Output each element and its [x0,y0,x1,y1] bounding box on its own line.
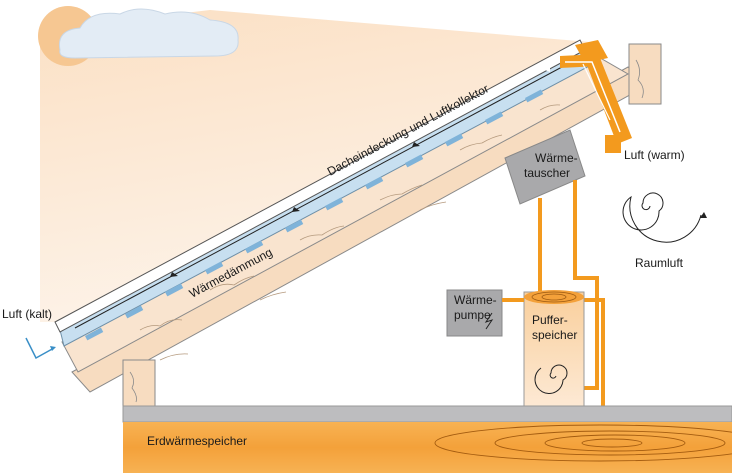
heat-exchanger-box [504,129,586,205]
arrow-icon [540,64,610,150]
spiral-icon [534,364,568,394]
arrow-icon [25,337,55,360]
lightning-icon [484,312,494,330]
buffer-storage [523,291,585,407]
heat-pump-box [446,289,503,337]
buffer-label-2: speicher [532,328,577,342]
wood-grain [139,104,561,361]
collector-strips [85,89,544,341]
spiral-icon [434,424,732,462]
heatpump-label-2: pumpe [454,308,491,322]
ground-storage [123,422,732,473]
heatpump-label-1: Wärme- [454,293,497,307]
rafter-foot [122,359,156,409]
air-warm-label: Luft (warm) [624,148,685,162]
cloud-icon [58,8,239,59]
pipe-network [538,180,605,420]
arrow-icon [700,212,707,218]
spiral-icon [531,291,577,303]
warm-air-duct [560,40,632,153]
air-flow-line [74,59,576,329]
arrow-icon [170,142,420,277]
ground-storage-label: Erdwärmespeicher [147,434,247,448]
sunlight-cone [40,10,590,322]
ridge-beam [628,43,662,105]
air-cold-label: Luft (kalt) [2,307,52,321]
floor-slab [122,405,732,423]
spiral-icon [622,192,702,243]
room-air-label: Raumluft [635,256,684,270]
buffer-label-1: Puffer- [532,313,568,327]
exchanger-label-2: tauscher [524,166,570,180]
exchanger-label-1: Wärme- [535,151,578,165]
